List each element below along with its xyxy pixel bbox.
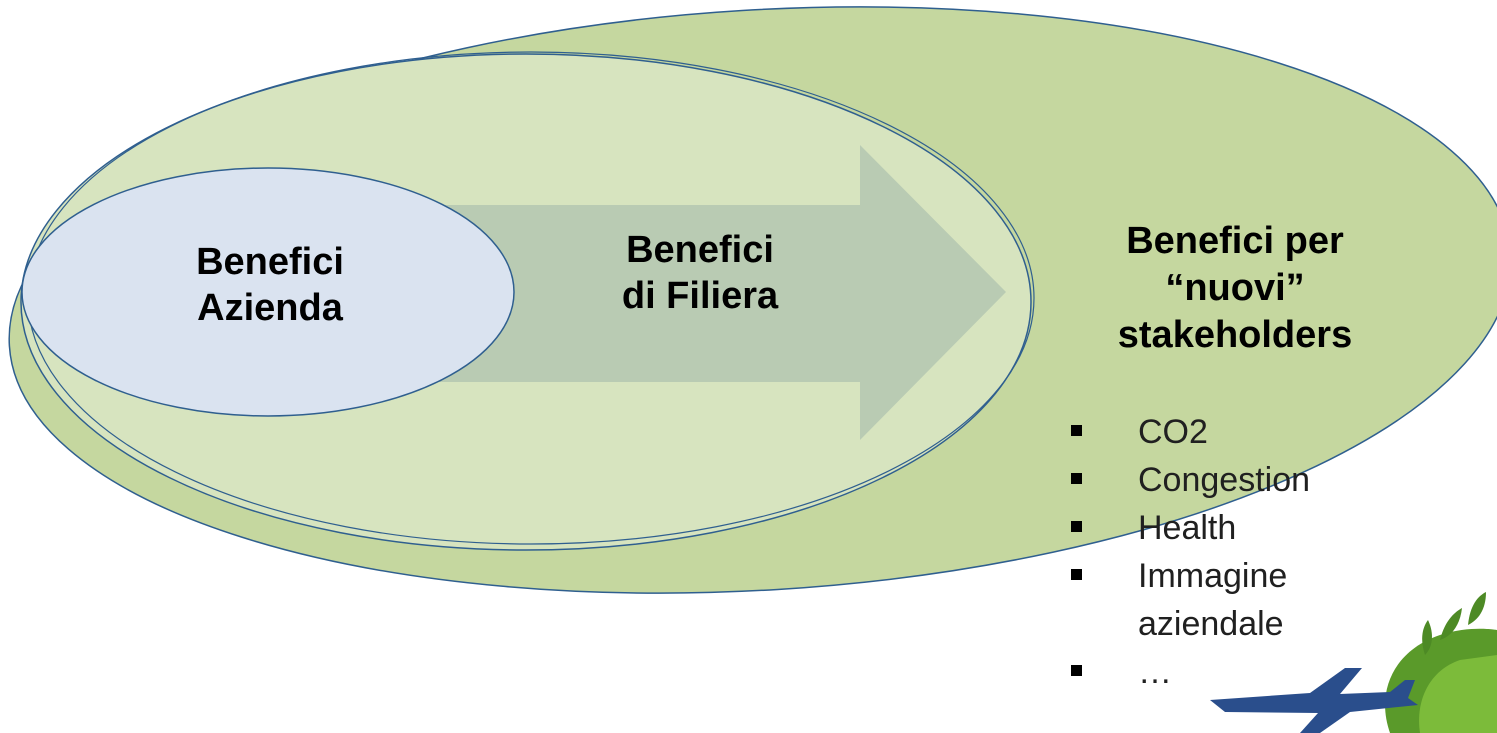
inner-title-line1: Benefici — [196, 241, 344, 283]
outer-title-line1: Benefici per — [1126, 220, 1344, 262]
list-item: Congestion — [1063, 456, 1363, 504]
outer-title-line3: stakeholders — [1117, 314, 1353, 357]
list-item: CO2 — [1063, 408, 1363, 456]
list-item-continuation: aziendale — [1138, 605, 1284, 643]
inner-ellipse — [21, 167, 515, 417]
stakeholder-benefits-list: CO2 Congestion Health Immagine aziendale… — [1063, 408, 1363, 696]
list-item: Health — [1063, 504, 1363, 552]
outer-title-line2: “nuovi” — [1165, 267, 1305, 310]
outer-circle-title: Benefici per “nuovi” stakeholders — [1060, 218, 1410, 359]
middle-title-line1: Benefici — [626, 229, 774, 271]
list-item: … — [1063, 648, 1363, 696]
inner-circle-title: Benefici Azienda — [150, 240, 390, 331]
flow-arrow — [320, 145, 1006, 440]
list-item: Immagine — [1063, 552, 1363, 600]
airplane-leaves-icon — [1210, 592, 1497, 733]
middle-title-line2: di Filiera — [621, 274, 779, 317]
inner-title-line2: Azienda — [197, 286, 343, 329]
middle-circle-title: Benefici di Filiera — [580, 228, 820, 319]
